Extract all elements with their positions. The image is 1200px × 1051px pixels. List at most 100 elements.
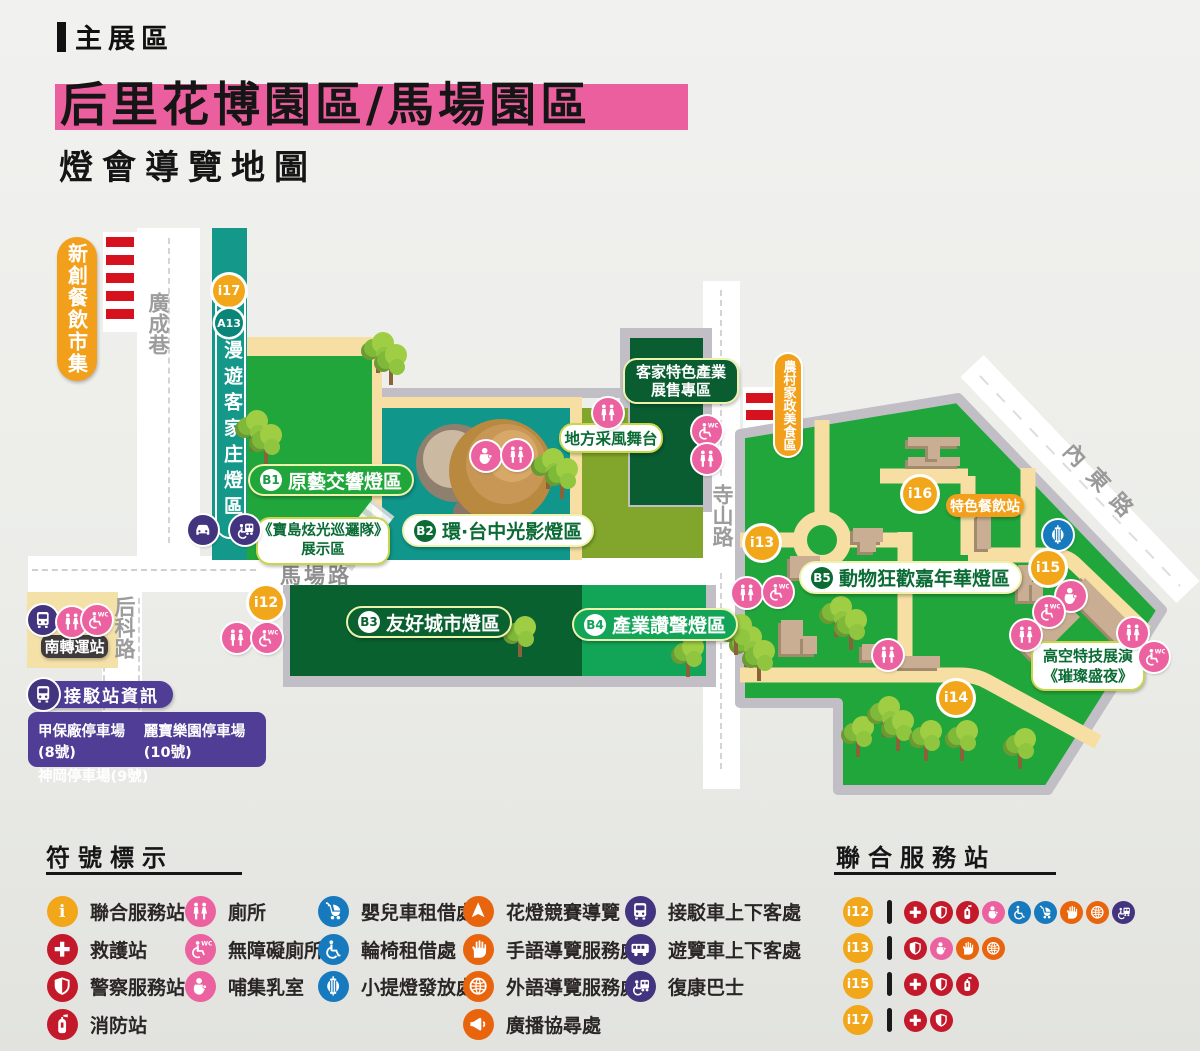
foreign-language-icon <box>982 936 1005 960</box>
accessible-toilet-icon: WC <box>692 416 722 446</box>
crosswalk-stripe <box>106 273 134 283</box>
services-underline <box>834 872 1056 875</box>
lantern-icon <box>1043 520 1073 550</box>
page-title: 后里花博園區/馬場園區 <box>60 78 592 133</box>
baodao-pill: 《寶島炫光巡邏隊》 展示區 <box>256 517 390 565</box>
park-path <box>245 337 382 358</box>
legend-item-label: 接駁車上下客處 <box>668 902 802 924</box>
legend-item-label: 輪椅租借處 <box>361 939 457 962</box>
shuttle-icon <box>625 896 656 927</box>
restroom-icon <box>222 623 252 653</box>
station-badge-i13: i13 <box>843 933 873 963</box>
legend-item-label: 哺集乳室 <box>228 977 305 999</box>
stage-pill: 地方采風舞台 <box>559 423 663 453</box>
crosswalk-stripe <box>746 393 775 403</box>
restroom-icon <box>593 398 623 428</box>
zone-b2-label: 環·台中光影燈區 <box>442 521 583 543</box>
crosswalk-stripe <box>106 255 134 265</box>
farm-food-pill: 農村家政美食區 <box>775 354 801 456</box>
road-guangcheng-label: 廣成巷 <box>146 292 170 355</box>
legend-item-label: 復康巴士 <box>668 977 745 999</box>
service-station-row: i15 <box>843 969 1135 999</box>
nursing-icon <box>185 971 216 1002</box>
tree-icon <box>1003 726 1037 776</box>
legend-item: 外語導覽服務處 <box>463 971 639 1002</box>
stroller-icon <box>1034 900 1057 924</box>
market-pill: 新創餐飲市集 <box>57 237 97 381</box>
south-terminal-pill: 南轉運站 <box>41 635 108 658</box>
restroom-icon <box>1118 618 1148 648</box>
accessible-toilet-icon: WC <box>82 605 112 635</box>
legend-item: 哺集乳室 <box>185 971 323 1002</box>
rehab-bus-icon <box>625 971 656 1002</box>
lantern-contest-icon <box>463 896 494 927</box>
zone-b2-badge: B2 <box>414 519 436 542</box>
legend-item: 手語導覽服務處 <box>463 933 639 965</box>
legend-item-label: 消防站 <box>90 1014 148 1037</box>
service-rows: i12 i13 i15 i17 <box>843 897 1135 1041</box>
restroom-icon <box>732 578 762 608</box>
svg-text:i: i <box>59 902 65 922</box>
police-icon <box>47 971 78 1002</box>
police-icon <box>930 972 953 996</box>
legend-item-label: 救護站 <box>90 939 148 962</box>
separator-bar <box>887 936 892 960</box>
building <box>778 620 803 657</box>
shuttle-icon <box>28 679 59 710</box>
restroom-icon <box>502 440 532 470</box>
legend-item: 小提燈發放處 <box>318 971 475 1002</box>
info-marker-i14: i14 <box>939 681 973 715</box>
legend-item: WC 無障礙廁所 <box>185 933 324 965</box>
crosswalk <box>743 387 778 428</box>
rehab-bus-icon <box>1112 900 1135 924</box>
legend-item-label: 花燈競賽導覽 <box>506 902 621 924</box>
info-marker-i13: i13 <box>745 526 779 560</box>
accessible-toilet-icon: WC <box>1139 642 1169 672</box>
zone-b3-badge: B3 <box>358 611 380 633</box>
legend-item-label: 廁所 <box>228 902 267 924</box>
fire-icon <box>956 972 979 996</box>
accessible-toilet-icon: WC <box>763 577 793 607</box>
service-station-row: i12 <box>843 897 1135 927</box>
service-station-row: i17 <box>843 1005 1135 1035</box>
parking-lot-2: 麗寶樂園停車場(10號) <box>143 724 246 761</box>
legend-item-label: 嬰兒車租借處 <box>361 902 476 924</box>
svg-text:WC: WC <box>1155 649 1165 656</box>
police-icon <box>904 936 927 960</box>
tree-icon <box>834 607 868 657</box>
building <box>850 528 883 545</box>
first-aid-icon <box>904 1008 927 1032</box>
road-houke-label: 后科路 <box>112 596 136 659</box>
legend-item: 廣播協尋處 <box>463 1008 639 1040</box>
zone-b2-pill: B2 環·台中光影燈區 <box>402 514 595 547</box>
rehab-bus-icon <box>230 515 260 545</box>
zone-b5-pill: B5 動物狂歡嘉年華燈區 <box>799 561 1023 594</box>
services-title: 聯合服務站 <box>836 844 996 872</box>
sign-language-icon <box>463 933 494 965</box>
nursing-icon <box>471 441 501 471</box>
station-badge-i17: i17 <box>843 1005 873 1035</box>
foreign-language-icon <box>463 971 494 1002</box>
station-badge-i12: i12 <box>843 897 873 927</box>
legend-item-label: 遊覽車上下客處 <box>668 939 802 962</box>
building <box>857 542 876 555</box>
zone-b5 <box>735 393 1167 795</box>
building <box>897 656 940 671</box>
legend-item-label: 廣播協尋處 <box>506 1014 602 1037</box>
parking-lot-3: 神岡停車場(9號) <box>38 769 149 785</box>
restroom-icon <box>185 896 216 927</box>
info-icon: i <box>47 896 78 927</box>
restroom-icon <box>873 640 903 670</box>
legend-item: 花燈競賽導覽 <box>463 896 639 927</box>
fire-icon <box>47 1008 78 1040</box>
building <box>974 515 991 552</box>
tree-icon <box>361 330 395 380</box>
svg-text:WC: WC <box>201 940 211 947</box>
legend-item-label: 無障礙廁所 <box>228 939 324 962</box>
tag-bar <box>57 21 66 52</box>
crosswalk-stripe <box>106 237 134 247</box>
first-aid-icon <box>904 900 927 924</box>
tree-icon <box>545 456 579 506</box>
